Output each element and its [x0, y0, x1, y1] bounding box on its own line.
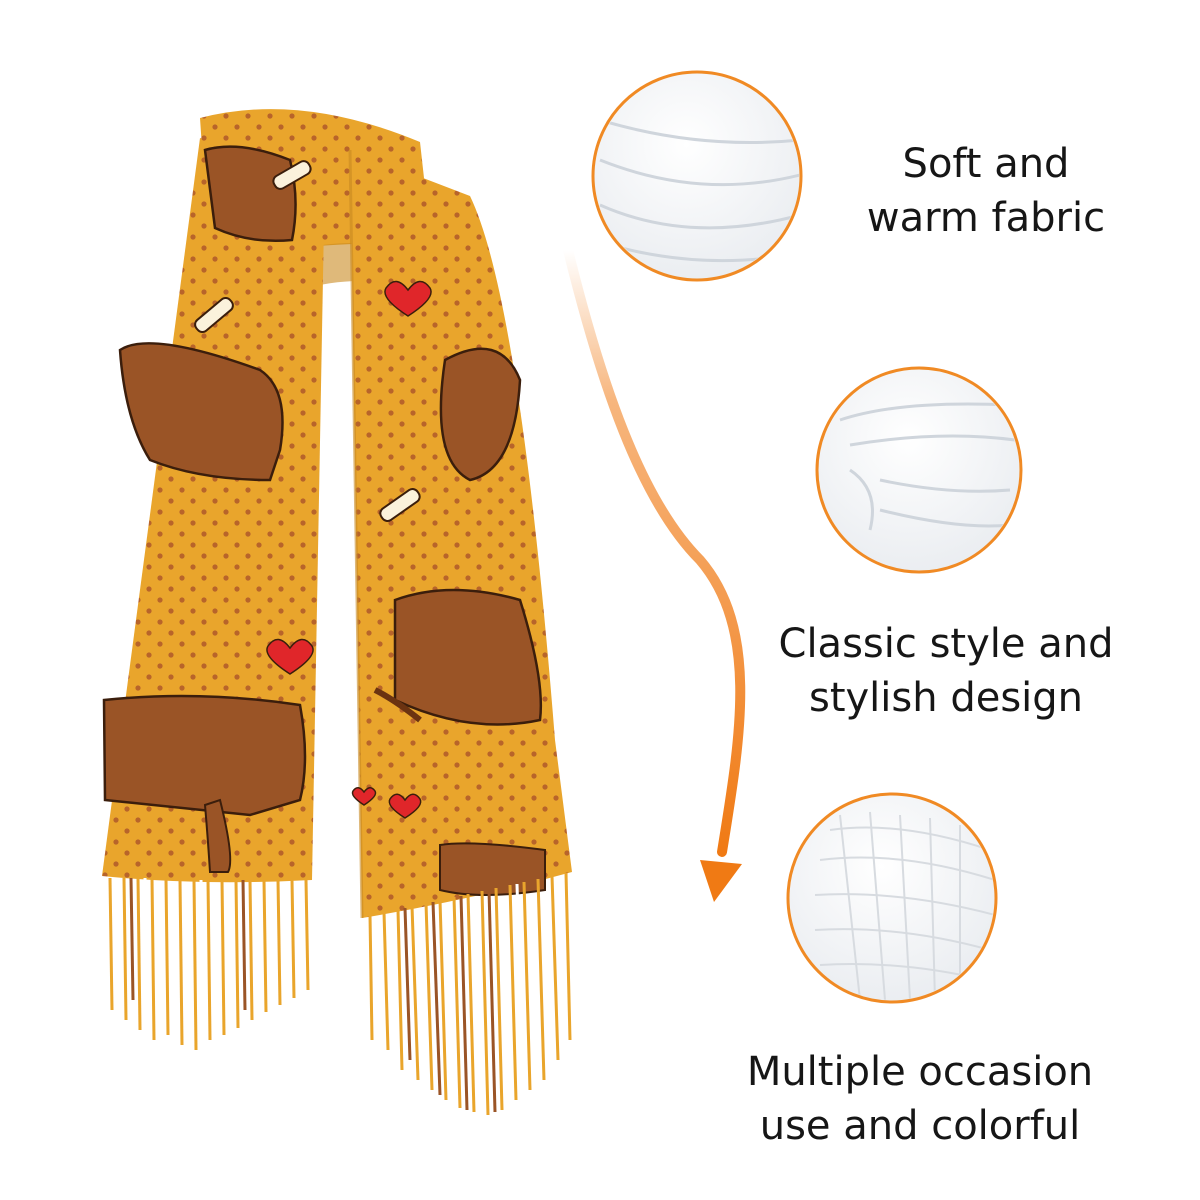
feature-circle-soft-fabric [591, 70, 803, 282]
arrow-icon [563, 245, 746, 902]
feature-line: Classic style and [778, 621, 1114, 667]
feature-line: Multiple occasion [746, 1049, 1094, 1095]
scarf-right-panel [350, 150, 572, 918]
feature-line: stylish design [808, 675, 1084, 721]
bone-motif [194, 160, 421, 522]
scarf-image [102, 109, 572, 1116]
feature-text-multiple-occasion: Multiple occasion use and colorful [710, 1045, 1130, 1153]
feature-circle-folded-fabric [815, 366, 1023, 574]
feature-text-soft-fabric: Soft and warm fabric [776, 137, 1196, 245]
heart-motif [266, 280, 432, 819]
feature-line: warm fabric [866, 195, 1106, 241]
scarf-fringe [108, 872, 572, 1116]
feature-circle-tassels [786, 792, 998, 1004]
feature-line: Soft and [902, 141, 1070, 187]
feature-text-classic-style: Classic style and stylish design [736, 617, 1156, 725]
dachshund-motif [102, 145, 546, 896]
feature-line: use and colorful [759, 1103, 1081, 1149]
